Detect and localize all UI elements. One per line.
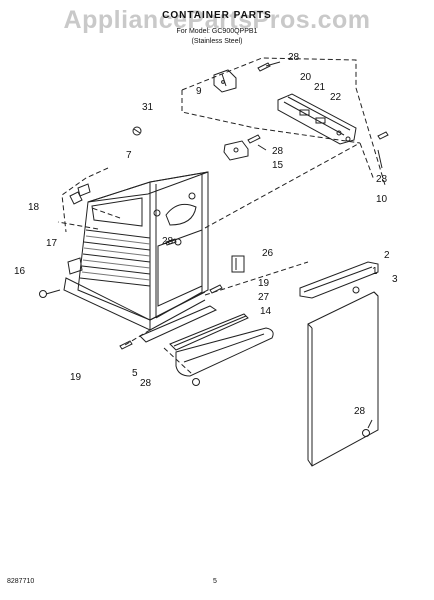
document-number: 8287710 [7, 578, 35, 585]
callout-label: 19 [258, 278, 270, 289]
brackets-18 [69, 183, 91, 205]
callout-label: 2 [384, 250, 390, 261]
callout-label: 28 [376, 174, 388, 185]
front-cap [299, 261, 379, 299]
callout-label: 28 [162, 236, 174, 247]
callout-label: 28 [288, 52, 300, 63]
container-cabinet [63, 171, 209, 331]
callout-label: 9 [196, 86, 202, 97]
callout-labels: 28 9 20 21 22 31 7 28 15 28 10 18 17 28 … [14, 52, 398, 417]
mid-bracket [223, 140, 249, 161]
callout-label: 10 [376, 194, 388, 205]
callout-label: 14 [260, 306, 272, 317]
diagram-title: CONTAINER PARTS [162, 10, 272, 21]
callout-label: 28 [140, 378, 152, 389]
callout-label: 26 [262, 248, 274, 259]
callout-label: 16 [14, 266, 26, 277]
callout-label: 1 [372, 266, 378, 277]
callout-label: 5 [132, 368, 138, 379]
lower-rail [139, 305, 218, 343]
callout-label: 28 [354, 406, 366, 417]
callout-label: 21 [314, 82, 326, 93]
callout-label: 19 [70, 372, 82, 383]
hinge-bracket [213, 69, 237, 93]
callout-label: 7 [126, 150, 132, 161]
variant-line: (Stainless Steel) [191, 38, 243, 45]
handle [175, 327, 274, 377]
callout-label: 15 [272, 160, 284, 171]
leader-arrows [257, 61, 383, 429]
callout-label: 27 [258, 292, 270, 303]
clip [231, 255, 245, 273]
callout-label: 22 [330, 92, 342, 103]
trim-strip [169, 313, 249, 351]
page-number: 5 [213, 578, 217, 585]
side-bracket [67, 257, 83, 275]
callout-label: 28 [272, 146, 284, 157]
watermark: AppliancePartsPros.com [63, 6, 371, 34]
model-line: For Model: GC900QPPB1 [176, 28, 258, 35]
callout-label: 20 [300, 72, 312, 83]
screws [39, 62, 389, 437]
door-panel [307, 291, 379, 467]
callout-label: 3 [392, 274, 398, 285]
callout-label: 18 [28, 202, 40, 213]
top-rail-assembly [277, 93, 357, 145]
callout-label: 31 [142, 102, 154, 113]
callout-label: 17 [46, 238, 58, 249]
